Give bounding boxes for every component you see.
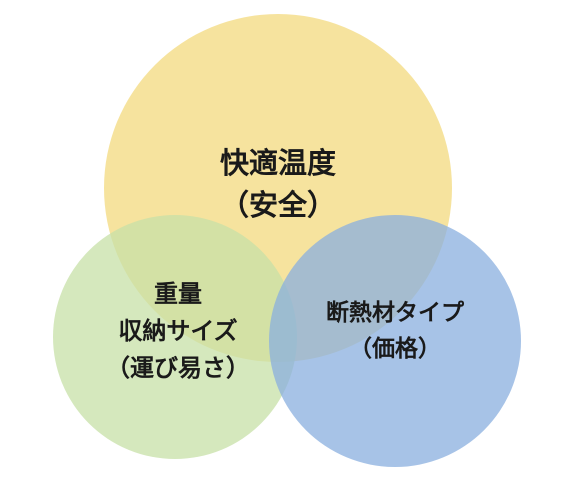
label-left-line-2: 収納サイズ [118, 317, 238, 346]
label-top-circle: 快適温度 （安全） [178, 142, 378, 226]
circle-right [269, 215, 521, 467]
label-left-line-3: （運び易さ） [106, 354, 250, 383]
label-right-circle: 断熱材タイプ （価格） [290, 296, 500, 367]
label-top-line-1: 快適温度 [219, 146, 336, 180]
label-left-line-1: 重量 [154, 280, 202, 308]
label-left-circle: 重量 収納サイズ （運び易さ） [88, 276, 268, 388]
circle-left [53, 215, 297, 459]
label-right-line-2: （価格） [349, 335, 441, 362]
label-right-line-1: 断熱材タイプ [326, 300, 464, 326]
label-top-line-2: （安全） [219, 188, 336, 223]
